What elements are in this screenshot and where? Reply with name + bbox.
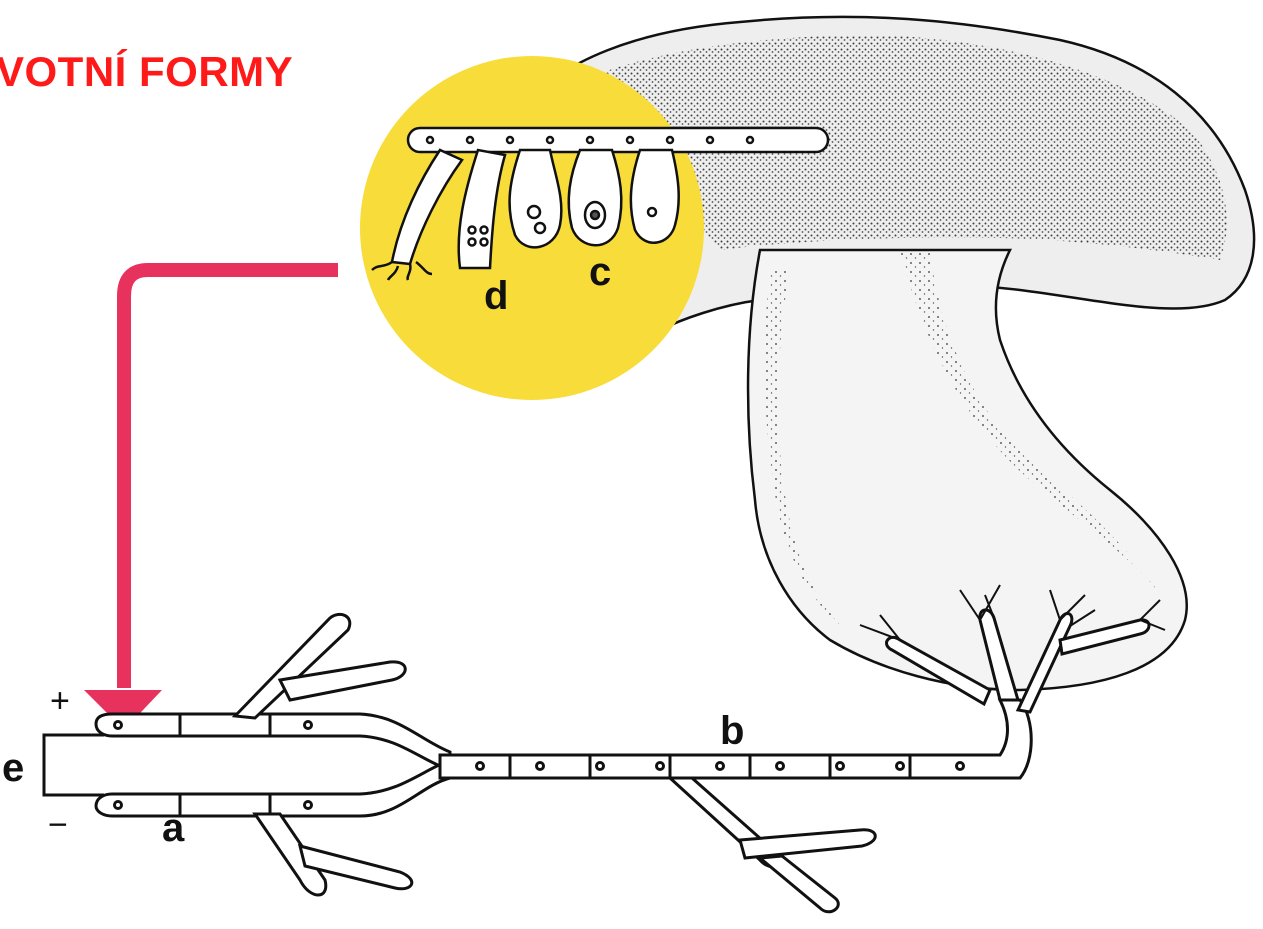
flow-arrow — [124, 270, 338, 688]
label-d: d — [484, 276, 508, 316]
label-minus: − — [48, 808, 68, 842]
label-a: a — [162, 808, 184, 848]
label-e: e — [2, 748, 24, 788]
page-title: VOTNÍ FORMY — [0, 48, 293, 96]
label-plus: + — [50, 684, 70, 718]
label-c: c — [589, 252, 611, 292]
secondary-hyphae — [440, 610, 1149, 912]
label-b: b — [720, 711, 744, 751]
bracket-e — [44, 735, 104, 795]
primary-hyphae — [96, 614, 450, 895]
